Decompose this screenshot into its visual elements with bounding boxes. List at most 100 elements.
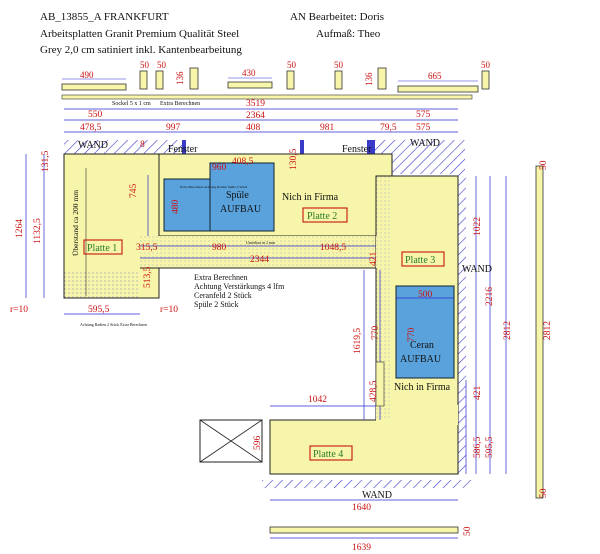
dim-11325: 1132,5 — [33, 218, 43, 244]
dimension-texts: 3519 550 575 2364 478,5 997 408 981 79,5… — [10, 99, 553, 553]
dim-4285: 428,5 — [369, 380, 379, 402]
plate-1-box — [83, 239, 123, 255]
dim-50-r1: 50 — [539, 160, 549, 170]
extra-line-2: Ceranfeld 2 Stück — [194, 291, 252, 300]
dim-10485: 1048,5 — [320, 243, 346, 253]
ceran-label: Ceran — [410, 340, 434, 351]
plate-4-box — [309, 445, 353, 461]
dimension-lines — [25, 108, 507, 539]
wall-right — [456, 174, 466, 474]
extra-line-3: Spüle 2 Stück — [194, 300, 238, 309]
dim-1305: 130,5 — [289, 148, 299, 170]
wall-bottom — [262, 480, 472, 488]
dim-575b: 575 — [416, 123, 431, 133]
dim-5955b: 595,5 — [485, 436, 495, 458]
spuele-label: Spüle — [226, 190, 249, 201]
wand-top-right: WAND — [410, 138, 440, 149]
dim-480: 480 — [171, 200, 181, 215]
dim-745: 745 — [129, 184, 139, 199]
strip-136-label: 136 — [175, 71, 185, 85]
dim-2812b: 2812 — [543, 321, 553, 340]
plate-1-label: Platte 1 — [87, 243, 117, 254]
sink-basin-left — [163, 178, 211, 232]
plate-3-box — [401, 251, 445, 267]
wand-top-left: WAND — [78, 140, 108, 151]
dim-960: 960 — [212, 163, 227, 173]
material-line: Arbeitsplatten Granit Premium Qualität S… — [40, 28, 240, 40]
side-strip-2812 — [535, 165, 544, 499]
dim-4785: 478,5 — [80, 123, 102, 133]
unterbau-note: Unterbau in 2 mm — [246, 240, 276, 245]
edited-by: AN Bearbeitet: Doris — [290, 11, 385, 23]
dim-5135: 513,5 — [143, 266, 153, 288]
dim-3519: 3519 — [246, 99, 265, 109]
dim-4085: 408,5 — [232, 157, 254, 167]
dim-1264: 1264 — [15, 219, 25, 238]
ceran-aufbau: AUFBAU — [400, 354, 442, 365]
strip-50-b — [155, 70, 164, 90]
strip-50-c — [286, 70, 295, 90]
sink-note: Extra Berechnen Achtung Radien Spüle 2 S… — [180, 185, 248, 189]
countertops — [63, 153, 459, 475]
strip-490 — [61, 83, 127, 91]
dim-550: 550 — [88, 110, 103, 120]
strip-490-label: 490 — [80, 70, 94, 80]
strip-428 — [375, 361, 385, 407]
strip-50-e-label: 50 — [481, 60, 491, 70]
strip-50-a — [139, 70, 148, 90]
dim-421b: 421 — [473, 386, 483, 401]
strip-665-label: 665 — [428, 71, 442, 81]
dim-2812a: 2812 — [503, 321, 513, 340]
dim-795: 79,5 — [380, 123, 397, 133]
strip-50-c-label: 50 — [287, 60, 297, 70]
dim-421: 421 — [369, 252, 379, 267]
wand-bottom: WAND — [362, 490, 392, 501]
sink-basin-right — [209, 162, 275, 232]
finish-line: Grey 2,0 cm satiniert inkl. Kantenbearbe… — [40, 44, 242, 56]
strip-50-e — [481, 70, 490, 90]
edge-strips: 490 50 50 136 430 50 50 136 665 50 Socke… — [61, 60, 491, 107]
wand-right: WAND — [462, 264, 492, 275]
nich-firma-top: Nich in Firma — [282, 192, 339, 203]
dim-3155: 315,5 — [136, 243, 158, 253]
strip-50-d-label: 50 — [334, 60, 344, 70]
nich-firma-bottom: Nich in Firma — [394, 382, 451, 393]
sockel-strip — [61, 94, 473, 100]
dim-980: 980 — [212, 243, 227, 253]
dim-997: 997 — [166, 123, 181, 133]
dim-1315: 131,5 — [41, 150, 51, 172]
strip-50-b-label: 50 — [157, 60, 167, 70]
dim-500: 500 — [418, 290, 433, 300]
plate-2-label: Platte 2 — [307, 211, 337, 222]
bottom-strip-1639 — [269, 526, 459, 534]
project-title: AB_13855_A FRANKFURT — [40, 11, 169, 23]
extra-block-title: Extra Berechnen — [194, 273, 248, 282]
dim-2344: 2344 — [250, 255, 269, 265]
dim-1639: 1639 — [352, 543, 371, 553]
cooktop — [395, 285, 455, 379]
dim-8: 8 — [140, 140, 145, 150]
dim-2364: 2364 — [246, 111, 265, 121]
sockel-extra-label: Extra Berechnen — [160, 101, 200, 107]
fenster-right: Fenster — [342, 144, 372, 155]
dim-5865: 586,5 — [473, 436, 483, 458]
dim-1042: 1042 — [308, 395, 327, 405]
dim-r10a: r=10 — [10, 305, 28, 315]
dim-770b: 770 — [407, 328, 417, 343]
dim-1022: 1022 — [473, 217, 483, 236]
appliances — [163, 162, 455, 463]
strip-136-b — [377, 67, 387, 90]
dim-408: 408 — [246, 123, 261, 133]
sockel-label: Sockel 5 x 1 cm — [112, 101, 151, 107]
small-note: Achtung Radien 2 Stück Extra Berechnen — [80, 322, 147, 327]
strip-136-b-label: 136 — [364, 72, 374, 86]
plan-labels: WAND WAND WAND WAND Fenster Fenster Spül… — [71, 138, 492, 501]
measured-by: Aufmaß: Theo — [316, 28, 381, 40]
plate-labels: Platte 1 Platte 2 Platte 3 Platte 4 — [83, 207, 445, 461]
dim-1640: 1640 — [352, 503, 371, 513]
dim-770a: 770 — [371, 326, 381, 341]
spuele-aufbau: AUFBAU — [220, 204, 262, 215]
dim-16195: 1619,5 — [353, 328, 363, 354]
